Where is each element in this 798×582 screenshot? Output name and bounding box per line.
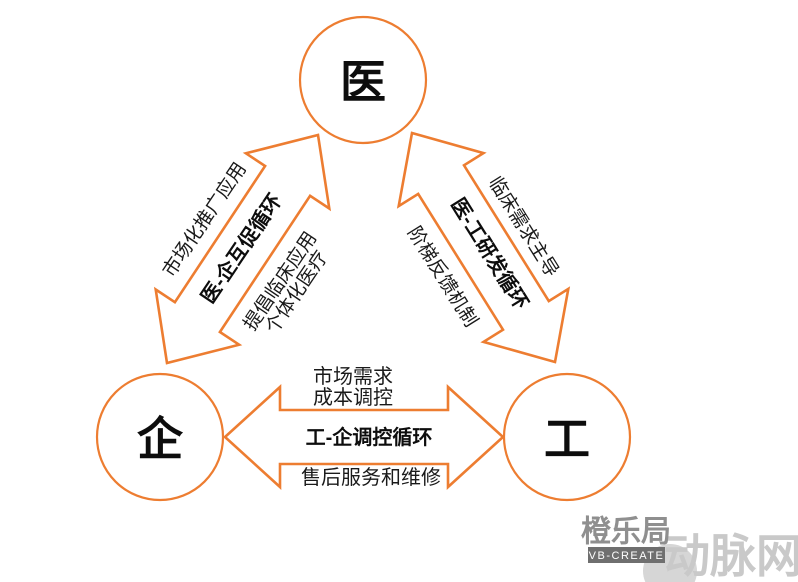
- watermark-logo-subtitle: VB-CREATE: [589, 550, 665, 562]
- node-circle-medical: [298, 15, 428, 145]
- node-label-medical: 医: [340, 56, 386, 108]
- double-arrow-enterprise-medical: [153, 133, 332, 365]
- edge-label-cost-regulation: 成本调控: [313, 386, 393, 409]
- double-arrow-medical-industry: [396, 131, 571, 364]
- edge-label-market-demand: 市场需求: [313, 365, 393, 388]
- edge-label-aftersales-service: 售后服务和维修: [301, 466, 441, 489]
- edge-cycle-label-enterprise-industry: 工-企调控循环: [306, 425, 433, 449]
- watermark-site-name: 动脉网: [664, 530, 798, 582]
- watermark-logo-bar: [588, 547, 665, 563]
- node-label-enterprise: 企: [137, 413, 184, 465]
- node-circle-enterprise: [95, 372, 225, 502]
- node-circle-industry: [502, 372, 632, 502]
- node-label-industry: 工: [544, 413, 590, 465]
- watermark-logo-title: 橙乐局: [581, 516, 671, 549]
